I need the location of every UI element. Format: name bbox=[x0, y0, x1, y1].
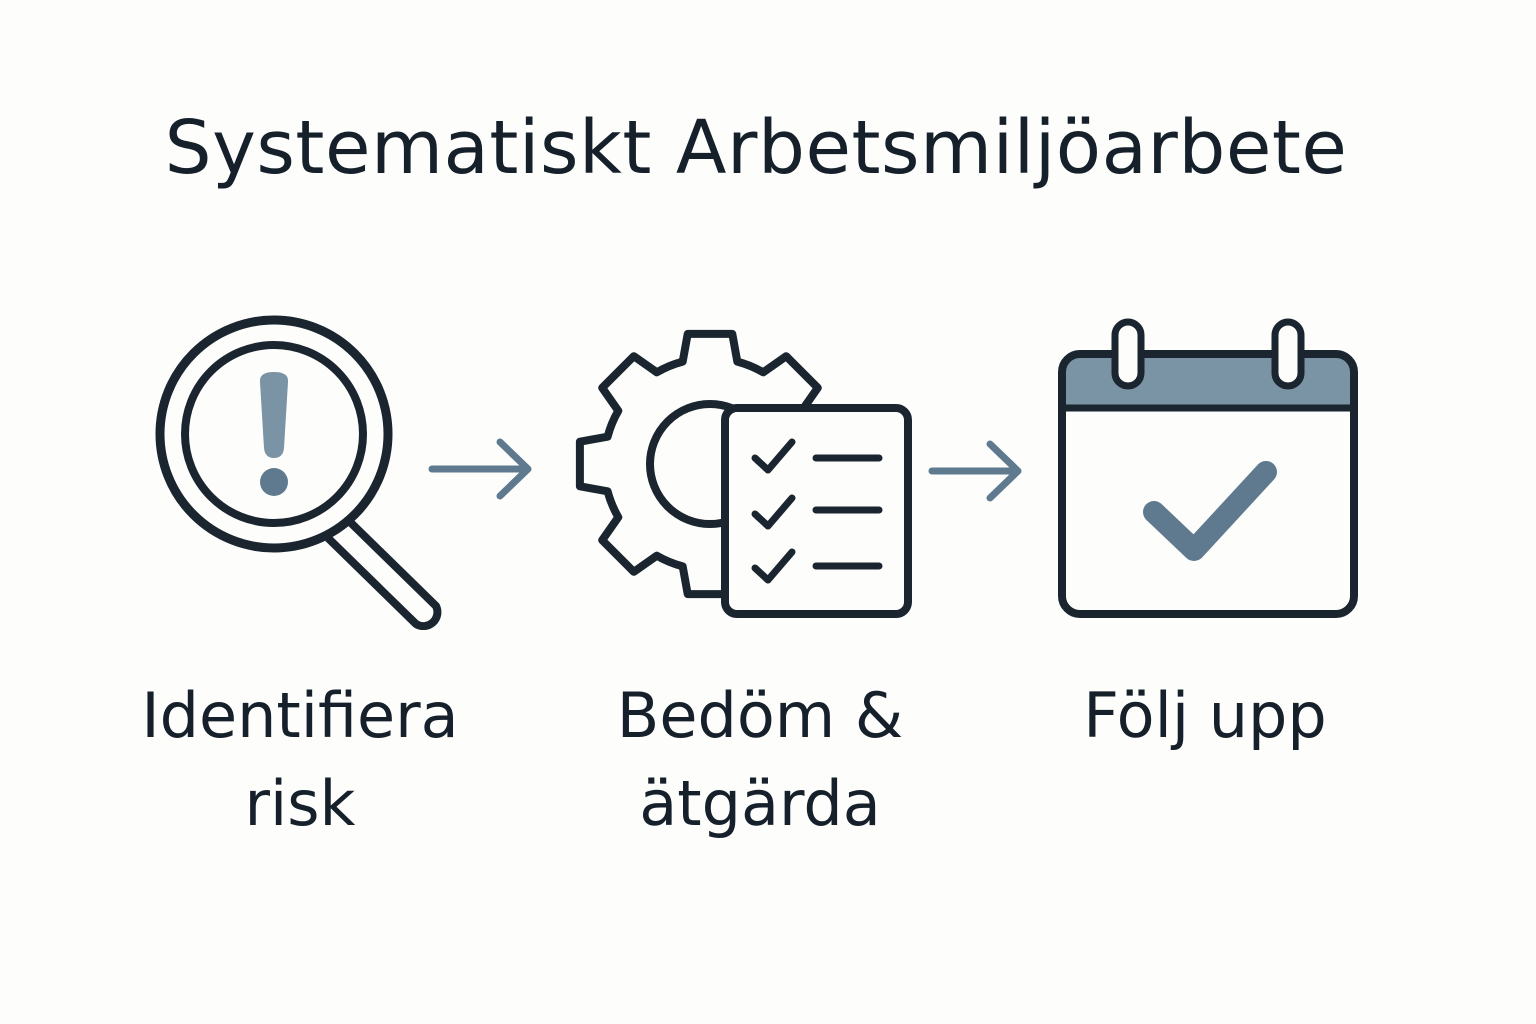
gear-checklist-icon bbox=[575, 329, 912, 618]
diagram-title: Systematiskt Arbetsmiljöarbete bbox=[164, 105, 1348, 191]
calendar-check-icon bbox=[1058, 318, 1358, 618]
arrow-right-icon bbox=[928, 440, 1022, 502]
magnifier-warning-icon bbox=[155, 315, 442, 630]
step-label-identify-risk: Identifiera risk bbox=[141, 679, 459, 840]
arrow-right-icon bbox=[428, 438, 532, 500]
step-label-follow-up: Följ upp bbox=[1083, 679, 1327, 752]
step-label-assess-and-act: Bedöm & ätgärda bbox=[616, 679, 904, 840]
